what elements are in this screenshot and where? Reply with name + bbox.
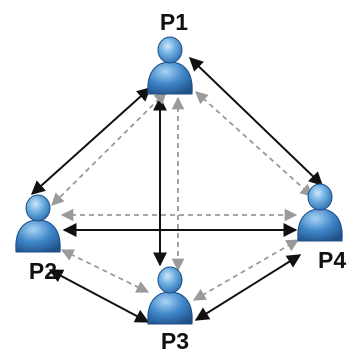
node-p3: P3 <box>147 266 193 354</box>
edge-p1-p4-dashed <box>195 91 313 197</box>
edge-p2-p3-dashed <box>60 249 150 293</box>
edge-p1-p2-solid <box>30 87 152 195</box>
node-label-p1: P1 <box>160 9 188 35</box>
node-p2: P2 <box>15 194 61 284</box>
user-icon <box>147 36 193 95</box>
user-icon <box>297 183 343 242</box>
node-label-p2: P2 <box>29 258 57 284</box>
node-p1: P1 <box>147 9 193 95</box>
user-icon <box>15 194 61 253</box>
edges-layer <box>30 57 324 323</box>
edge-p1-p4-solid <box>188 57 324 186</box>
node-label-p4: P4 <box>318 247 346 273</box>
edge-p2-p3-solid <box>48 269 150 323</box>
edge-p3-p4-solid <box>194 254 302 321</box>
node-label-p3: P3 <box>161 328 189 354</box>
edge-p1-p2-dashed <box>51 91 167 206</box>
user-icon <box>147 266 193 325</box>
edge-p3-p4-dashed <box>192 239 300 301</box>
node-p4: P4 <box>297 183 346 273</box>
